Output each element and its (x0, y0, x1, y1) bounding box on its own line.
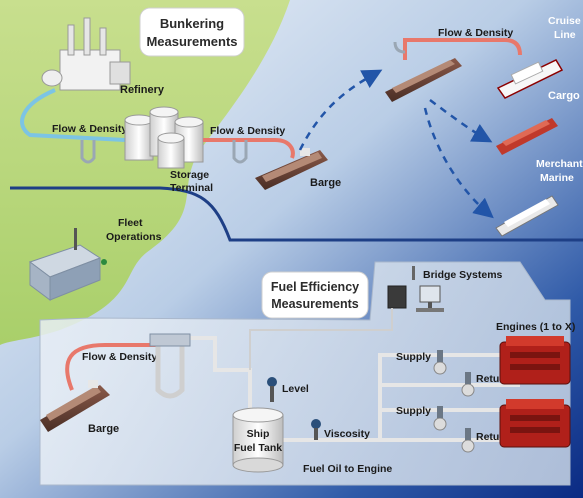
fleet-label-line2: Operations (106, 231, 162, 243)
cruise-label-line1: Cruise (548, 15, 581, 27)
barge-top-label: Barge (310, 177, 341, 189)
bunkering-title-line2: Measurements (146, 34, 237, 49)
fuel-efficiency-title-box: Fuel Efficiency Measurements (262, 272, 368, 318)
cargo-label: Cargo (548, 90, 580, 102)
ship-fuel-tank (233, 408, 283, 472)
storage-label-line2: Terminal (170, 182, 213, 194)
bunkering-title-line1: Bunkering (160, 16, 224, 31)
flow-density-label-4: Flow & Density (82, 351, 157, 363)
fuel-efficiency-title-line1: Fuel Efficiency (271, 280, 359, 294)
cruise-label-line2: Line (554, 29, 576, 41)
storage-label-line1: Storage (170, 169, 209, 181)
supply-label-2: Supply (396, 405, 431, 417)
engine-1 (500, 336, 570, 384)
fuel-oil-to-engine-label: Fuel Oil to Engine (303, 463, 392, 475)
fuel-efficiency-title-line2: Measurements (271, 297, 359, 311)
level-label: Level (282, 383, 309, 395)
barge-bottom-label: Barge (88, 423, 119, 435)
fleet-label-line1: Fleet (118, 217, 143, 229)
merchant-label-line1: Merchant (536, 158, 583, 170)
flow-density-label-2: Flow & Density (210, 125, 285, 137)
tank-label-line1: Ship (247, 428, 270, 440)
merchant-label-line2: Marine (540, 172, 574, 184)
flow-density-label-1: Flow & Density (52, 123, 127, 135)
bunkering-title-box: Bunkering Measurements (140, 8, 244, 56)
supply-label-1: Supply (396, 351, 431, 363)
bridge-systems-label: Bridge Systems (423, 269, 503, 281)
tank-label-line2: Fuel Tank (234, 442, 282, 454)
flow-density-label-3: Flow & Density (438, 27, 513, 39)
refinery-label: Refinery (120, 84, 165, 96)
engines-label: Engines (1 to X) (496, 321, 575, 333)
engine-2 (500, 399, 570, 447)
viscosity-label: Viscosity (324, 428, 370, 440)
